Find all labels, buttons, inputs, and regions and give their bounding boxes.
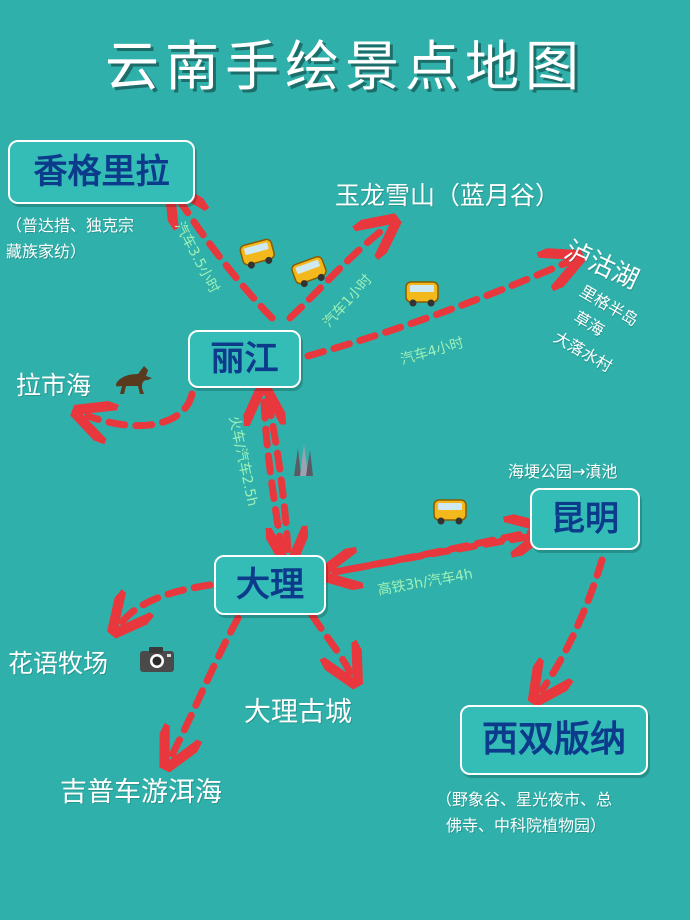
city-kunming[interactable]: 昆明: [530, 488, 640, 550]
route-kunming-banna: [542, 556, 606, 690]
camera-icon: [138, 644, 176, 678]
bus-icon: [287, 251, 332, 295]
spot-kunming-note: 海埂公园→滇池: [508, 462, 618, 481]
spot-shangrila-note-1: （普达措、独克宗: [6, 216, 135, 235]
spot-banna-note-2: 佛寺、中科院植物园）: [446, 816, 607, 835]
spot-jipu: 吉普车游洱海: [60, 777, 222, 808]
bus-icon: [404, 278, 440, 312]
spot-banna-note-1: （野象谷、星光夜市、总: [436, 790, 613, 809]
bus-icon: [236, 234, 280, 276]
horse-icon: [112, 362, 156, 400]
route-dali-kunming: [341, 532, 532, 574]
spot-shangrila-note-2: 藏族家纺）: [6, 242, 87, 261]
map-title: 云南手绘景点地图: [105, 35, 585, 98]
city-shangrila[interactable]: 香格里拉: [8, 140, 195, 204]
route-lijiang-lashi: [88, 390, 196, 426]
spot-lashi: 拉市海: [16, 371, 92, 400]
route-dali-jipu: [172, 614, 242, 755]
spot-huayu: 花语牧场: [8, 649, 109, 678]
spot-yulong: 玉龙雪山（蓝月谷）: [335, 181, 561, 210]
bus-icon: [432, 496, 468, 530]
spot-dali-old-town: 大理古城: [244, 697, 352, 728]
city-dali[interactable]: 大理: [214, 555, 326, 615]
route-lijiang-dali: [264, 396, 288, 552]
route-lijiang-lugu: [304, 262, 568, 360]
pagoda-icon: [288, 444, 316, 482]
route-dali-huayu: [122, 581, 214, 622]
route-dali-oldtown: [308, 611, 350, 672]
city-lijiang[interactable]: 丽江: [188, 330, 301, 388]
city-xishuangbanna[interactable]: 西双版纳: [460, 705, 648, 775]
route-dali-lijiang: [264, 400, 282, 556]
route-lijiang-yulong: [286, 228, 385, 322]
route-lijiang-shangrila: [178, 198, 276, 322]
